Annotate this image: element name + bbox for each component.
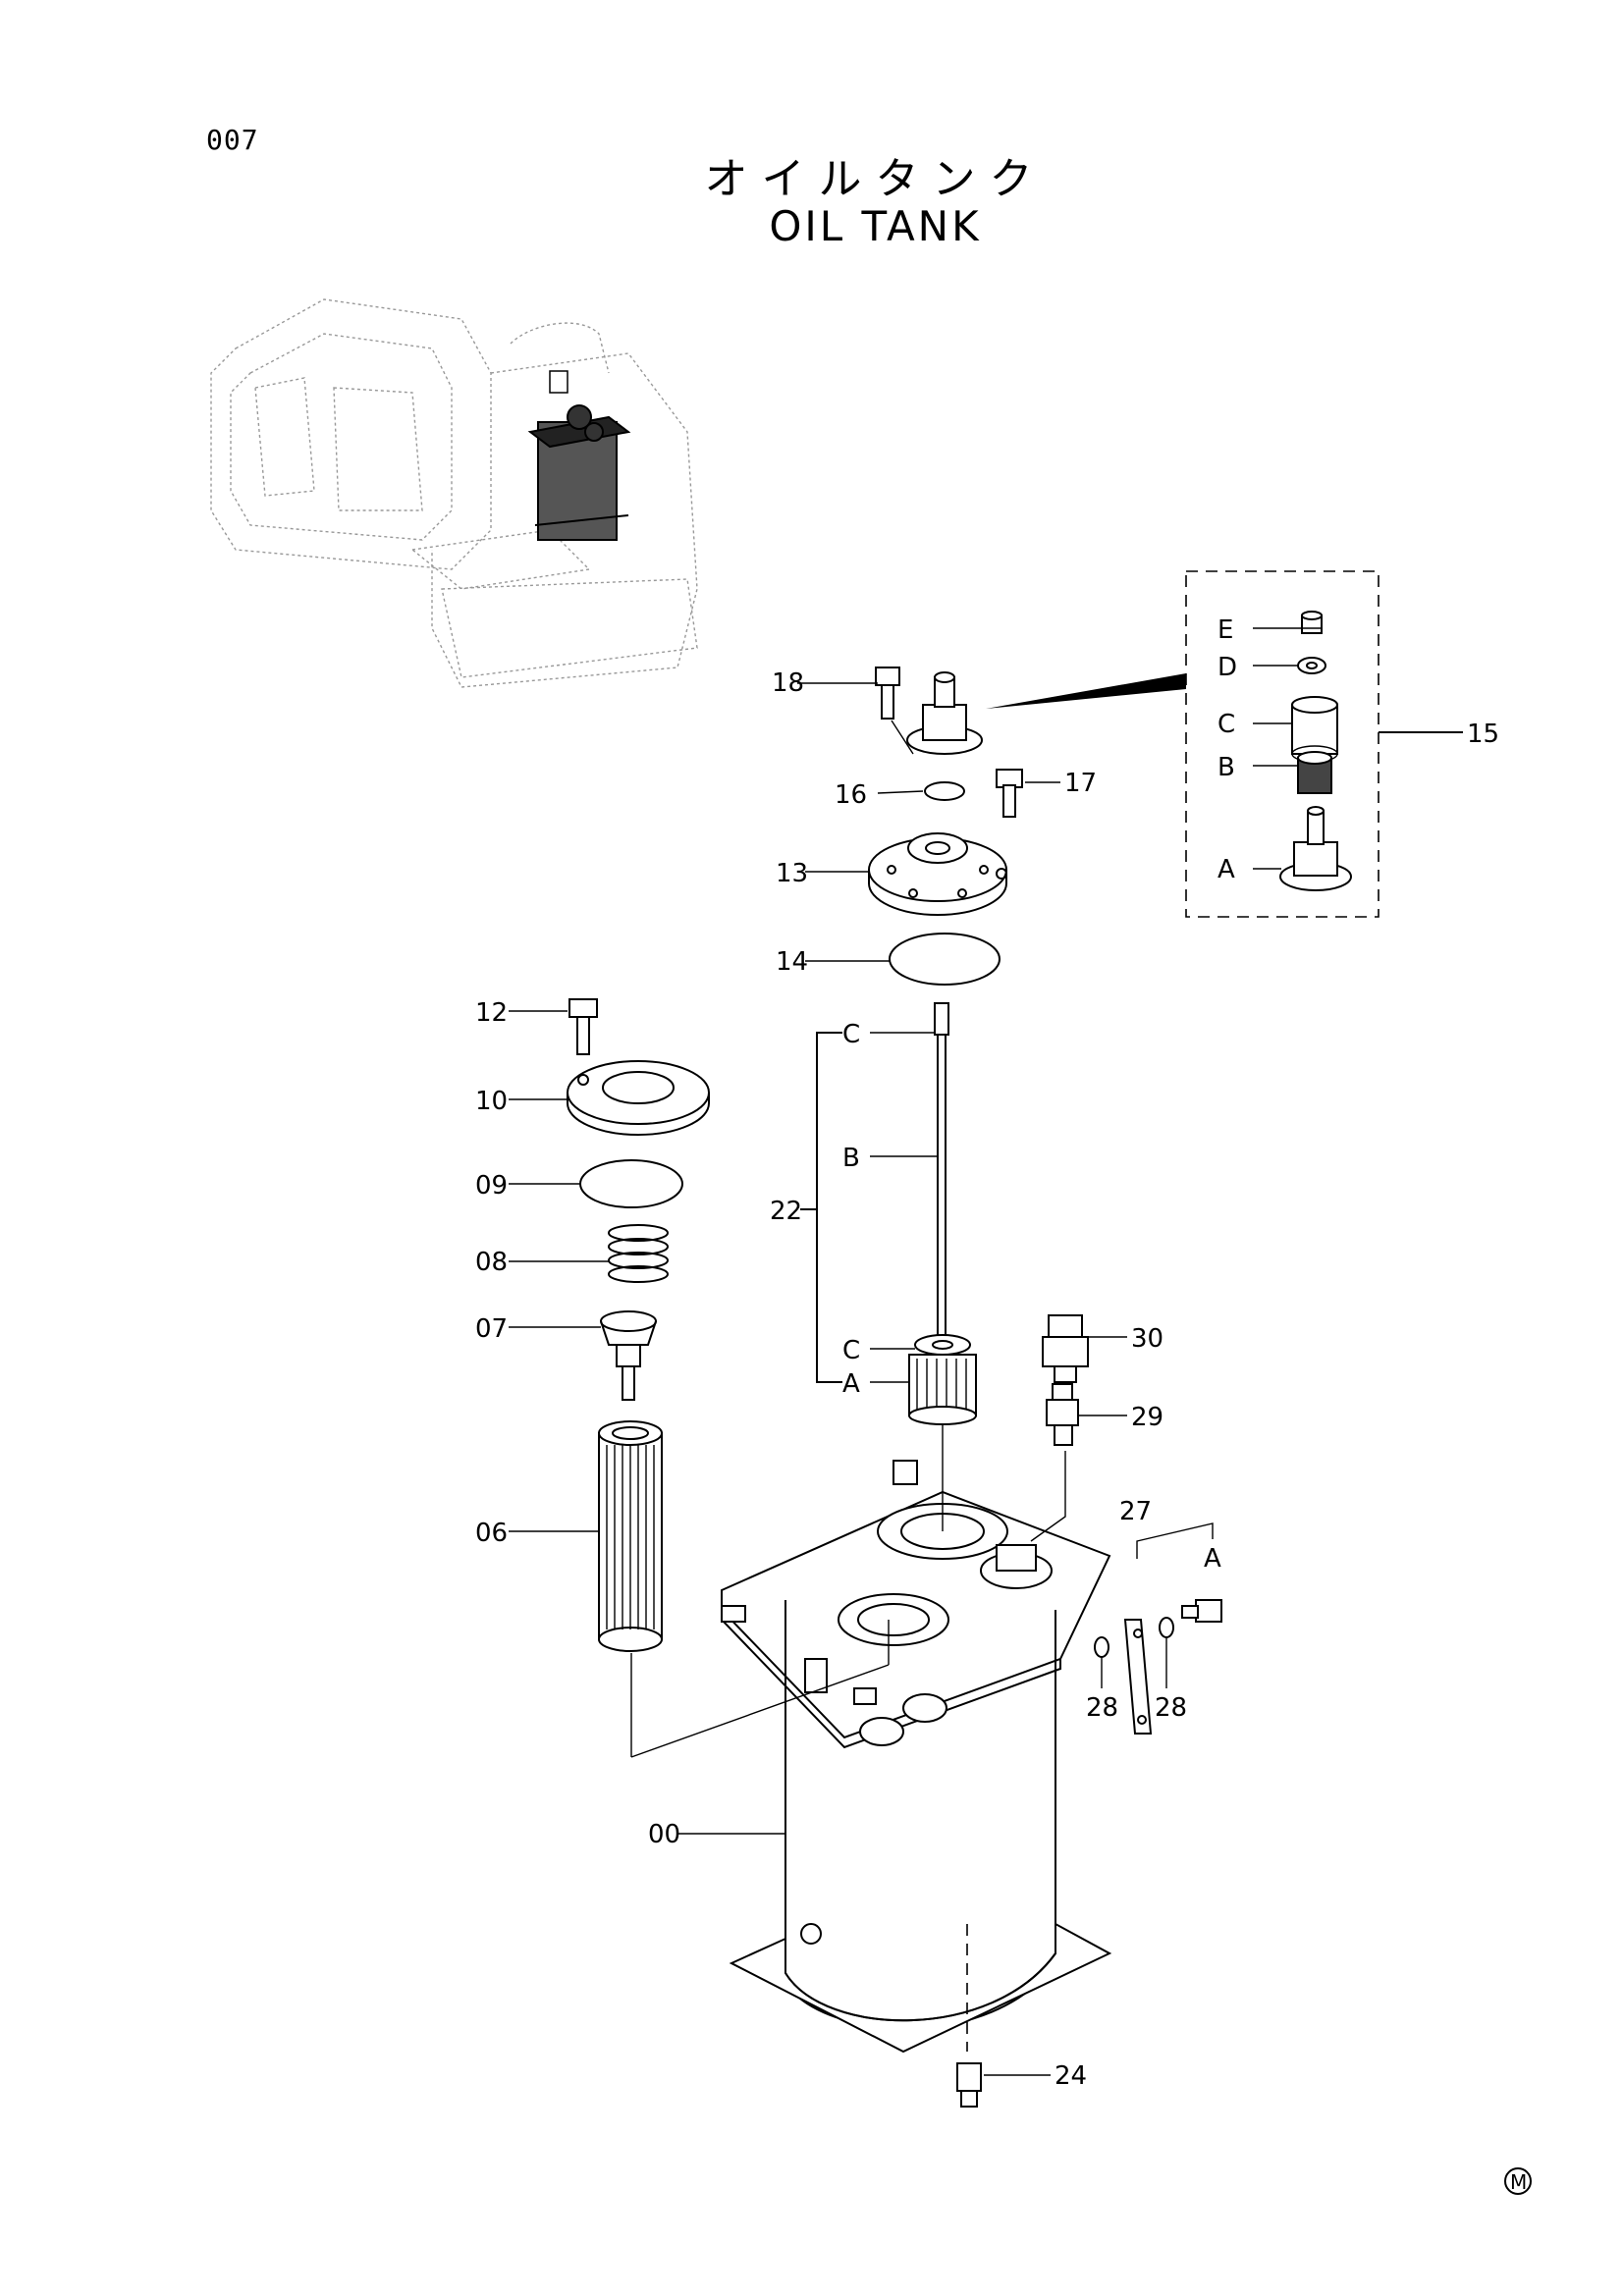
callout-29: 29 [1131,1403,1163,1432]
callout-06: 06 [475,1519,508,1548]
sublabel-22-b: B [842,1144,860,1173]
part-00-oil-tank [630,1423,1112,2054]
part-06-filter-element [598,1420,663,1652]
callout-13: 13 [776,859,808,888]
part-30-fitting [1042,1314,1089,1383]
leader-lines [509,627,1322,2076]
diagram-title-english: OIL TANK [769,202,982,250]
part-08-spring [608,1224,669,1283]
part-15c-sleeve [1291,696,1338,763]
part-15e-cap [1301,611,1323,634]
callout-00: 00 [648,1820,680,1849]
callout-07: 07 [475,1314,508,1344]
part-22-bracket [816,1032,842,1383]
sublabel-27-a: A [1204,1544,1221,1574]
sublabel-15-b: B [1217,753,1235,782]
part-29-fitting [1046,1383,1079,1446]
highlighted-oil-tank-location [527,370,631,541]
callout-16: 16 [835,780,867,810]
callout-14: 14 [776,947,808,977]
diagram-title-japanese: オイルタンク [704,154,1047,204]
callout-30: 30 [1131,1324,1163,1354]
part-12-bolt [568,998,598,1055]
excavator-overview-illustration [210,298,698,688]
detail-pointer [986,673,1186,709]
part-28-washer-right [1159,1617,1174,1638]
callout-28-right: 28 [1155,1693,1187,1723]
sublabel-15-c: C [1217,710,1235,739]
breather-detail-box [1185,570,1463,918]
callout-22: 22 [770,1197,802,1226]
callout-18: 18 [772,668,804,698]
part-22-strainer-assembly [908,1002,977,1425]
part-17-bolt [996,769,1023,818]
part-15b-element [1297,751,1332,794]
sublabel-22-c-bottom: C [842,1336,860,1365]
callout-24: 24 [1055,2061,1087,2091]
m-mark: M [1504,2167,1532,2195]
callout-15: 15 [1467,720,1499,749]
part-07-valve [600,1310,657,1401]
callout-10: 10 [475,1087,508,1116]
callout-17: 17 [1064,769,1097,798]
sublabel-15-e: E [1217,615,1233,645]
sublabel-22-c-top: C [842,1020,860,1049]
callout-27: 27 [1119,1497,1152,1526]
part-13-cover [868,832,1007,916]
callout-08: 08 [475,1248,508,1277]
callout-28-left: 28 [1086,1693,1118,1723]
sublabel-15-d: D [1217,653,1237,682]
part-16-o-ring [924,781,965,801]
part-09-o-ring [579,1159,683,1208]
sublabel-22-a: A [842,1369,860,1399]
svg-text:M: M [1510,2170,1527,2194]
part-18-breather-assembly [875,667,983,755]
part-24-drain-plug [956,2062,982,2108]
callout-09: 09 [475,1171,508,1201]
part-28-washer-left [1094,1636,1109,1658]
part-27-bolt-a [1181,1599,1222,1623]
page-code: 007 [206,124,259,156]
part-14-o-ring [889,933,1001,986]
sublabel-15-a: A [1217,855,1235,884]
part-15a-base [1279,806,1352,891]
part-27-clamp [1123,1619,1153,1735]
callout-12: 12 [475,998,508,1028]
part-15d-nut [1297,657,1326,674]
part-10-cover-plate [567,1060,710,1136]
